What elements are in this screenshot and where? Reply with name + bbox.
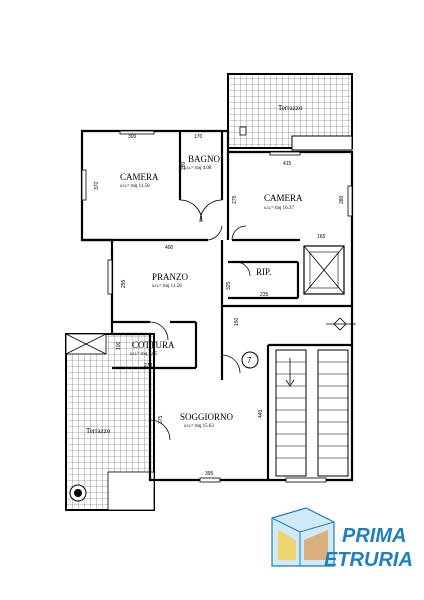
prima-etruria-logo: PRIMA ETRURIA <box>271 507 413 571</box>
dim-370: 370 <box>94 181 100 190</box>
terrazzo-left-label: Terrazzo <box>86 427 111 435</box>
staircase: 7 <box>241 349 349 477</box>
doors <box>149 199 251 441</box>
dim-325: 325 <box>226 281 232 290</box>
dim-275: 275 <box>232 195 238 204</box>
dim-165: 165 <box>317 234 326 240</box>
dim-235: 235 <box>260 292 269 298</box>
cottura-area: s.u.= mq 4.05 <box>130 352 158 357</box>
bagno-name: BAGNO <box>188 154 221 164</box>
soggiorno-area: s.u.= mq 15.63 <box>184 424 214 429</box>
soggiorno-name: SOGGIORNO <box>180 412 234 422</box>
dim-445: 445 <box>258 409 264 418</box>
dim-300: 300 <box>128 134 137 140</box>
terrace-left: Terrazzo <box>65 333 155 511</box>
dim-400: 400 <box>165 245 174 251</box>
dimension-labels: 300 170 280 370 415 275 280 400 165 295 … <box>94 134 345 477</box>
dim-100: 100 <box>116 341 122 350</box>
logo-line2: ETRURIA <box>324 549 413 571</box>
rip-name: RIP. <box>256 267 271 277</box>
dim-375: 375 <box>158 415 164 424</box>
dim-280b: 280 <box>339 195 345 204</box>
cottura-name: COTTURA <box>132 340 175 350</box>
terrace-top: Terrazzo <box>227 73 353 151</box>
stair-number: 7 <box>247 356 252 365</box>
entrance-marker <box>326 317 356 331</box>
camera2-area: s.u.= mq 16.37 <box>264 206 294 211</box>
room-labels: CAMERA s.u.= mq 11.58 BAGNO s.u.= mq 4.0… <box>120 154 303 429</box>
pranzo-name: PRANZO <box>152 272 189 282</box>
walls <box>80 129 354 482</box>
camera1-name: CAMERA <box>120 172 159 182</box>
bagno-area: s.u.= mq 4.08 <box>184 166 212 171</box>
dim-150: 150 <box>234 317 240 326</box>
terrazzo-top-label: Terrazzo <box>278 104 303 112</box>
logo-line1: PRIMA <box>342 525 406 547</box>
dim-415: 415 <box>283 161 292 167</box>
windows <box>81 126 353 483</box>
dim-170: 170 <box>194 134 203 140</box>
dim-280: 280 <box>181 161 187 170</box>
dim-395: 395 <box>205 471 214 477</box>
dim-270: 270 <box>144 363 153 369</box>
camera1-area: s.u.= mq 11.58 <box>120 184 150 189</box>
camera2-name: CAMERA <box>264 193 303 203</box>
dim-295: 295 <box>121 279 127 288</box>
pranzo-area: s.u.= mq 11.56 <box>152 284 182 289</box>
elevator <box>303 245 345 295</box>
